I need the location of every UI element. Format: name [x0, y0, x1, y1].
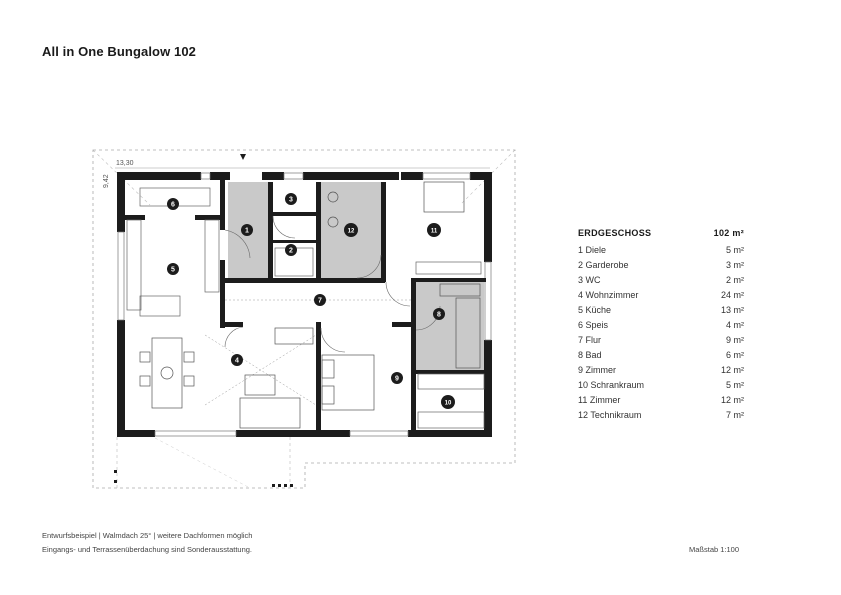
- footer-canopy-note: Eingangs- und Terrassenüberdachung sind …: [42, 545, 253, 554]
- room-badge-12: 12: [344, 223, 358, 237]
- room-label: 7 Flur: [578, 335, 602, 345]
- svg-text:11: 11: [431, 229, 438, 235]
- legend-row: 4 Wohnzimmer 24 m²: [578, 288, 744, 303]
- room-area: 6 m²: [726, 350, 744, 360]
- svg-text:1: 1: [245, 228, 249, 235]
- bath-fixtures: [327, 181, 481, 369]
- legend-heading: ERDGESCHOSS: [578, 228, 652, 238]
- scale-label: Maßstab 1:100: [689, 545, 740, 554]
- room-label: 2 Garderobe: [578, 260, 629, 270]
- svg-text:8: 8: [437, 312, 441, 319]
- room-label: 5 Küche: [578, 305, 612, 315]
- dining-table: [139, 337, 195, 409]
- room-area: 5 m²: [726, 245, 744, 255]
- room-badge-4: 4: [231, 354, 243, 366]
- entrance-arrow-icon: [240, 154, 246, 160]
- bed-room-9: [321, 354, 375, 411]
- legend-header: ERDGESCHOSS 102 m²: [578, 228, 744, 238]
- room-area: 5 m²: [726, 380, 744, 390]
- room-badge-6: 6: [167, 198, 179, 210]
- legend-row: 10 Schrankraum 5 m²: [578, 378, 744, 393]
- room-area: 12 m²: [720, 395, 744, 405]
- room-badge-2: 2: [285, 244, 297, 256]
- room-label: 6 Speis: [578, 320, 609, 330]
- room-badge-11: 11: [427, 223, 441, 237]
- outer-walls: [117, 172, 492, 437]
- room-area: 7 m²: [726, 410, 744, 420]
- room-badge-3: 3: [285, 193, 297, 205]
- legend-row: 6 Speis 4 m²: [578, 318, 744, 333]
- room-badge-10: 10: [441, 395, 455, 409]
- svg-text:3: 3: [289, 197, 293, 204]
- svg-text:12: 12: [348, 229, 355, 235]
- svg-text:6: 6: [171, 202, 175, 209]
- room-badge-9: 9: [391, 372, 403, 384]
- svg-text:7: 7: [318, 298, 322, 305]
- legend-total: 102 m²: [713, 228, 744, 238]
- interior-walls: [125, 180, 486, 435]
- room-area: 12 m²: [720, 365, 744, 375]
- terrace-ridge: [154, 437, 251, 489]
- room-label: 1 Diele: [578, 245, 607, 255]
- svg-text:10: 10: [445, 401, 452, 407]
- living-furniture: [239, 327, 314, 429]
- grey-room-bad: [416, 282, 484, 370]
- guide-lines: [204, 299, 411, 406]
- footer-roof-note: Entwurfsbeispiel | Walmdach 25° | weiter…: [42, 531, 253, 540]
- room-area: 9 m²: [726, 335, 744, 345]
- room-badges: 1 2 3 4 5 6 7 8 9 10 11 12: [167, 193, 455, 409]
- room-area: 13 m²: [720, 305, 744, 315]
- room-badge-8: 8: [433, 308, 445, 320]
- legend-row: 1 Diele 5 m²: [578, 243, 744, 258]
- room-area: 3 m²: [726, 260, 744, 270]
- room-badge-1: 1: [241, 224, 253, 236]
- legend-row: 11 Zimmer 12 m²: [578, 393, 744, 408]
- svg-text:9: 9: [395, 376, 399, 383]
- legend-row: 5 Küche 13 m²: [578, 303, 744, 318]
- room-label: 10 Schrankraum: [578, 380, 645, 390]
- terrace-posts: [114, 470, 293, 487]
- room-label: 11 Zimmer: [578, 395, 621, 405]
- room-label: 3 WC: [578, 275, 601, 285]
- room-badge-5: 5: [167, 263, 179, 275]
- legend-row: 7 Flur 9 m²: [578, 333, 744, 348]
- svg-text:5: 5: [171, 267, 175, 274]
- room-area: 4 m²: [726, 320, 744, 330]
- room-label: 4 Wohnzimmer: [578, 290, 639, 300]
- svg-text:4: 4: [235, 358, 239, 365]
- windows: [117, 172, 492, 437]
- depth-dimension: 9,42: [103, 174, 110, 188]
- legend-row: 2 Garderobe 3 m²: [578, 258, 744, 273]
- room-area: 24 m²: [720, 290, 744, 300]
- legend-row: 8 Bad 6 m²: [578, 348, 744, 363]
- room-label: 9 Zimmer: [578, 365, 616, 375]
- legend-row: 12 Technikraum 7 m²: [578, 408, 744, 423]
- width-dimension: 13,30: [116, 160, 134, 167]
- room-label: 12 Technikraum: [578, 410, 642, 420]
- room-label: 8 Bad: [578, 350, 602, 360]
- legend-row: 3 WC 2 m²: [578, 273, 744, 288]
- room-legend: ERDGESCHOSS 102 m² 1 Diele 5 m² 2 Gardero…: [578, 228, 744, 423]
- roof-ridge-left: [92, 149, 151, 206]
- svg-text:2: 2: [289, 248, 293, 255]
- room-area: 2 m²: [726, 275, 744, 285]
- legend-row: 9 Zimmer 12 m²: [578, 363, 744, 378]
- room-badge-7: 7: [314, 294, 326, 306]
- plan-title: All in One Bungalow 102: [42, 44, 196, 59]
